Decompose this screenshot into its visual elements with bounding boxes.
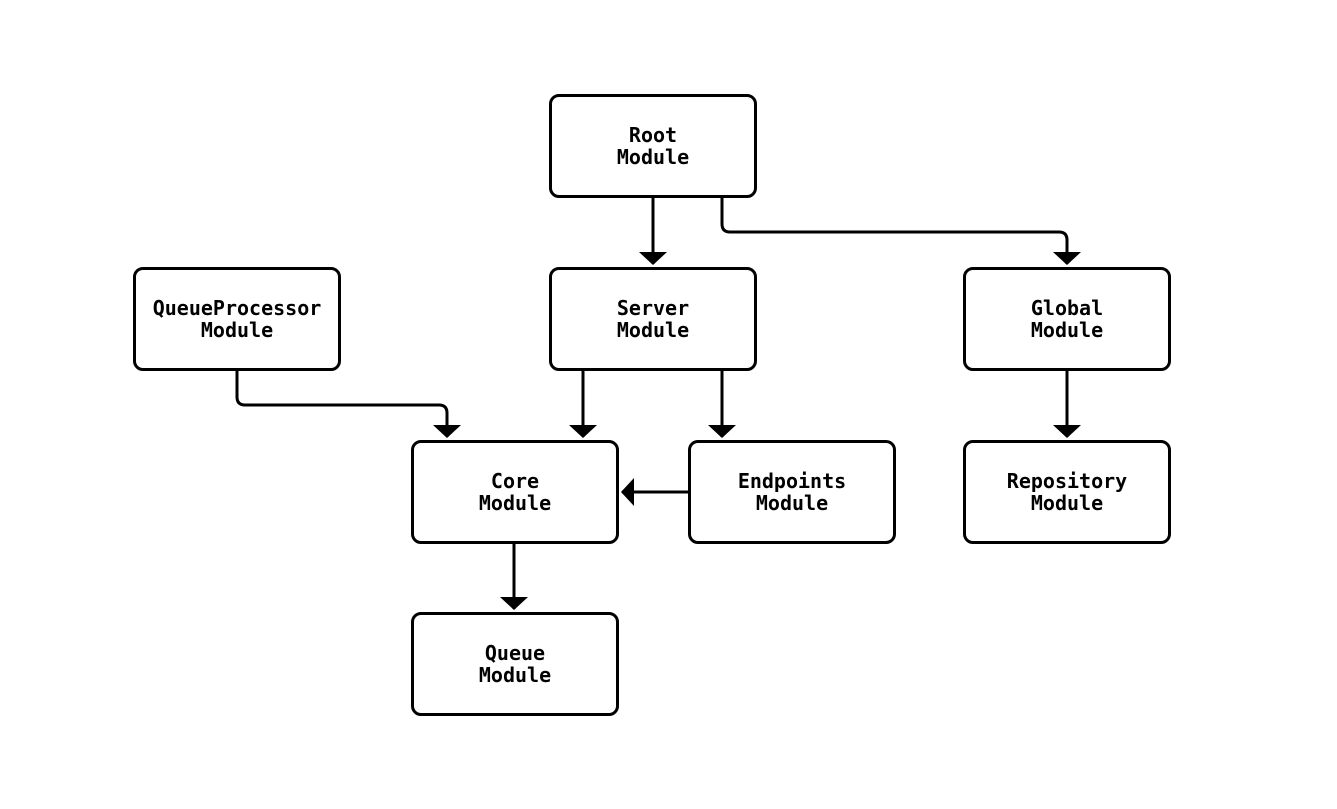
node-endpoints-module: Endpoints Module (688, 440, 896, 544)
node-server-module: Server Module (549, 267, 757, 371)
edge-root-to-global (720, 198, 1081, 265)
node-root-module: Root Module (549, 94, 757, 198)
node-queueprocessor-module: QueueProcessor Module (133, 267, 341, 371)
node-global-module: Global Module (963, 267, 1171, 371)
edge-queueprocessor-to-core (235, 371, 461, 438)
node-core-module: Core Module (411, 440, 619, 544)
node-queue-module: Queue Module (411, 612, 619, 716)
node-repository-module: Repository Module (963, 440, 1171, 544)
